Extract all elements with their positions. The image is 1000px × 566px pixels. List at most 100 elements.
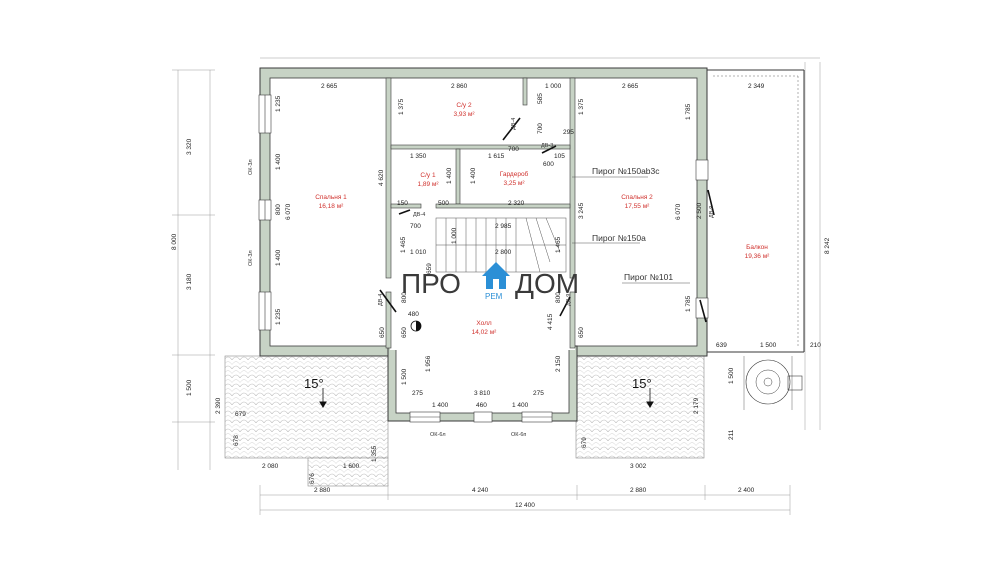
svg-text:1 465: 1 465 <box>400 236 407 253</box>
svg-text:2 665: 2 665 <box>622 83 639 90</box>
svg-text:2 880: 2 880 <box>314 487 331 494</box>
svg-text:500: 500 <box>438 200 449 207</box>
svg-text:2 400: 2 400 <box>738 487 755 494</box>
balcony <box>707 69 805 410</box>
svg-text:2 390: 2 390 <box>215 397 222 414</box>
svg-text:639: 639 <box>716 342 727 349</box>
svg-text:1 400: 1 400 <box>512 402 529 409</box>
svg-text:3 320: 3 320 <box>186 138 193 155</box>
svg-text:1 400: 1 400 <box>446 167 453 184</box>
svg-text:700: 700 <box>410 223 421 230</box>
room-su1-name: С/у 1 <box>420 172 436 179</box>
logo-right: ДОМ <box>515 268 579 299</box>
svg-text:2 985: 2 985 <box>495 223 512 230</box>
dims-inner-horizontal: 1 350 1 615 600 295 105 700 500 150 700 … <box>235 129 821 470</box>
dims-inner-vertical: 1 235 1 400 800 1 400 1 235 1 375 585 70… <box>215 93 831 484</box>
svg-text:1 355: 1 355 <box>371 445 378 462</box>
svg-text:1 350: 1 350 <box>410 153 427 160</box>
svg-text:700: 700 <box>537 123 544 134</box>
svg-text:3 180: 3 180 <box>186 273 193 290</box>
window-mark-ok3l-mid: ОК-3л <box>248 250 254 266</box>
svg-text:1 500: 1 500 <box>186 379 193 396</box>
svg-text:1 500: 1 500 <box>728 367 735 384</box>
svg-text:1 615: 1 615 <box>488 153 505 160</box>
callout-101: Пирог №101 <box>624 272 673 282</box>
svg-text:2 080: 2 080 <box>262 463 279 470</box>
roof-left <box>224 355 389 459</box>
svg-text:1 400: 1 400 <box>470 167 477 184</box>
room-su2-area: 3,93 м² <box>453 111 475 118</box>
svg-text:4 240: 4 240 <box>472 487 489 494</box>
room-bedroom1-name: Спальня 1 <box>315 194 347 201</box>
svg-text:8 000: 8 000 <box>171 233 178 250</box>
svg-text:1 375: 1 375 <box>578 98 585 115</box>
svg-text:2 500: 2 500 <box>696 202 703 219</box>
svg-text:2 800: 2 800 <box>495 249 512 256</box>
svg-text:650: 650 <box>578 327 585 338</box>
svg-text:650: 650 <box>379 327 386 338</box>
svg-text:1 785: 1 785 <box>685 103 692 120</box>
svg-text:659: 659 <box>426 263 433 274</box>
svg-text:1 375: 1 375 <box>398 98 405 115</box>
svg-text:1 400: 1 400 <box>432 402 449 409</box>
svg-text:679: 679 <box>581 437 588 448</box>
svg-text:3 245: 3 245 <box>578 202 585 219</box>
svg-text:105: 105 <box>554 153 565 160</box>
svg-text:800: 800 <box>401 292 408 303</box>
callout-150ab3c: Пирог №150ab3c <box>592 166 660 176</box>
svg-text:650: 650 <box>401 327 408 338</box>
svg-text:2 860: 2 860 <box>451 83 468 90</box>
room-balcony-name: Балкон <box>746 244 768 251</box>
svg-text:4 415: 4 415 <box>547 313 554 330</box>
svg-text:1 000: 1 000 <box>545 83 562 90</box>
svg-text:3 810: 3 810 <box>474 390 491 397</box>
door-mark-dv3: ДВ-3 <box>541 143 553 149</box>
window-mark-ok6p: ОК-6п <box>511 432 526 438</box>
svg-text:6 070: 6 070 <box>675 203 682 220</box>
svg-text:600: 600 <box>543 161 554 168</box>
svg-text:210: 210 <box>810 342 821 349</box>
svg-text:211: 211 <box>728 429 735 440</box>
dim-total: 12 400 <box>515 502 535 509</box>
door-mark-dv4-a: ДВ-4 <box>511 118 517 130</box>
svg-text:295: 295 <box>563 129 574 136</box>
logo-sub: РЕМ <box>485 292 503 301</box>
room-hall-name: Холл <box>476 320 492 327</box>
svg-text:3 002: 3 002 <box>630 463 647 470</box>
svg-text:700: 700 <box>508 146 519 153</box>
window-mark-ok3l-top: ОК-3л <box>248 159 254 175</box>
svg-text:275: 275 <box>412 390 423 397</box>
room-su2-name: С/у 2 <box>456 102 472 109</box>
svg-text:275: 275 <box>533 390 544 397</box>
room-wardrobe-name: Гардероб <box>500 170 529 178</box>
room-balcony-area: 19,36 м² <box>745 253 771 260</box>
dims-bottom: 2 880 4 240 2 880 2 400 12 400 <box>314 487 755 509</box>
svg-text:2 150: 2 150 <box>555 355 562 372</box>
roof-right <box>575 355 705 459</box>
door-mark-dv9-b: ДВ-9 <box>566 294 572 306</box>
windows <box>258 94 709 423</box>
svg-text:679: 679 <box>235 411 246 418</box>
svg-text:480: 480 <box>408 311 419 318</box>
svg-text:1 235: 1 235 <box>275 95 282 112</box>
svg-text:800: 800 <box>275 204 282 215</box>
svg-text:2 880: 2 880 <box>630 487 647 494</box>
roof-slope-right: 15° <box>632 376 652 391</box>
callout-150a: Пирог №150a <box>592 233 646 243</box>
compass-needle <box>416 321 421 331</box>
svg-text:800: 800 <box>555 292 562 303</box>
roof-left-tab <box>307 457 389 487</box>
svg-text:4 620: 4 620 <box>378 169 385 186</box>
window-mark-ok6l: ОК-6л <box>430 432 446 438</box>
roof-slope-arrows <box>319 388 654 408</box>
dimension-lines <box>172 57 821 515</box>
svg-text:8 242: 8 242 <box>824 237 831 254</box>
room-bedroom2-area: 17,55 м² <box>625 203 651 210</box>
logo: ПРО РЕМ ДОМ <box>401 262 579 301</box>
walls <box>259 67 708 422</box>
svg-text:2 179: 2 179 <box>693 397 700 414</box>
svg-text:1 465: 1 465 <box>555 236 562 253</box>
logo-left: ПРО <box>401 268 461 299</box>
svg-text:1 400: 1 400 <box>275 249 282 266</box>
